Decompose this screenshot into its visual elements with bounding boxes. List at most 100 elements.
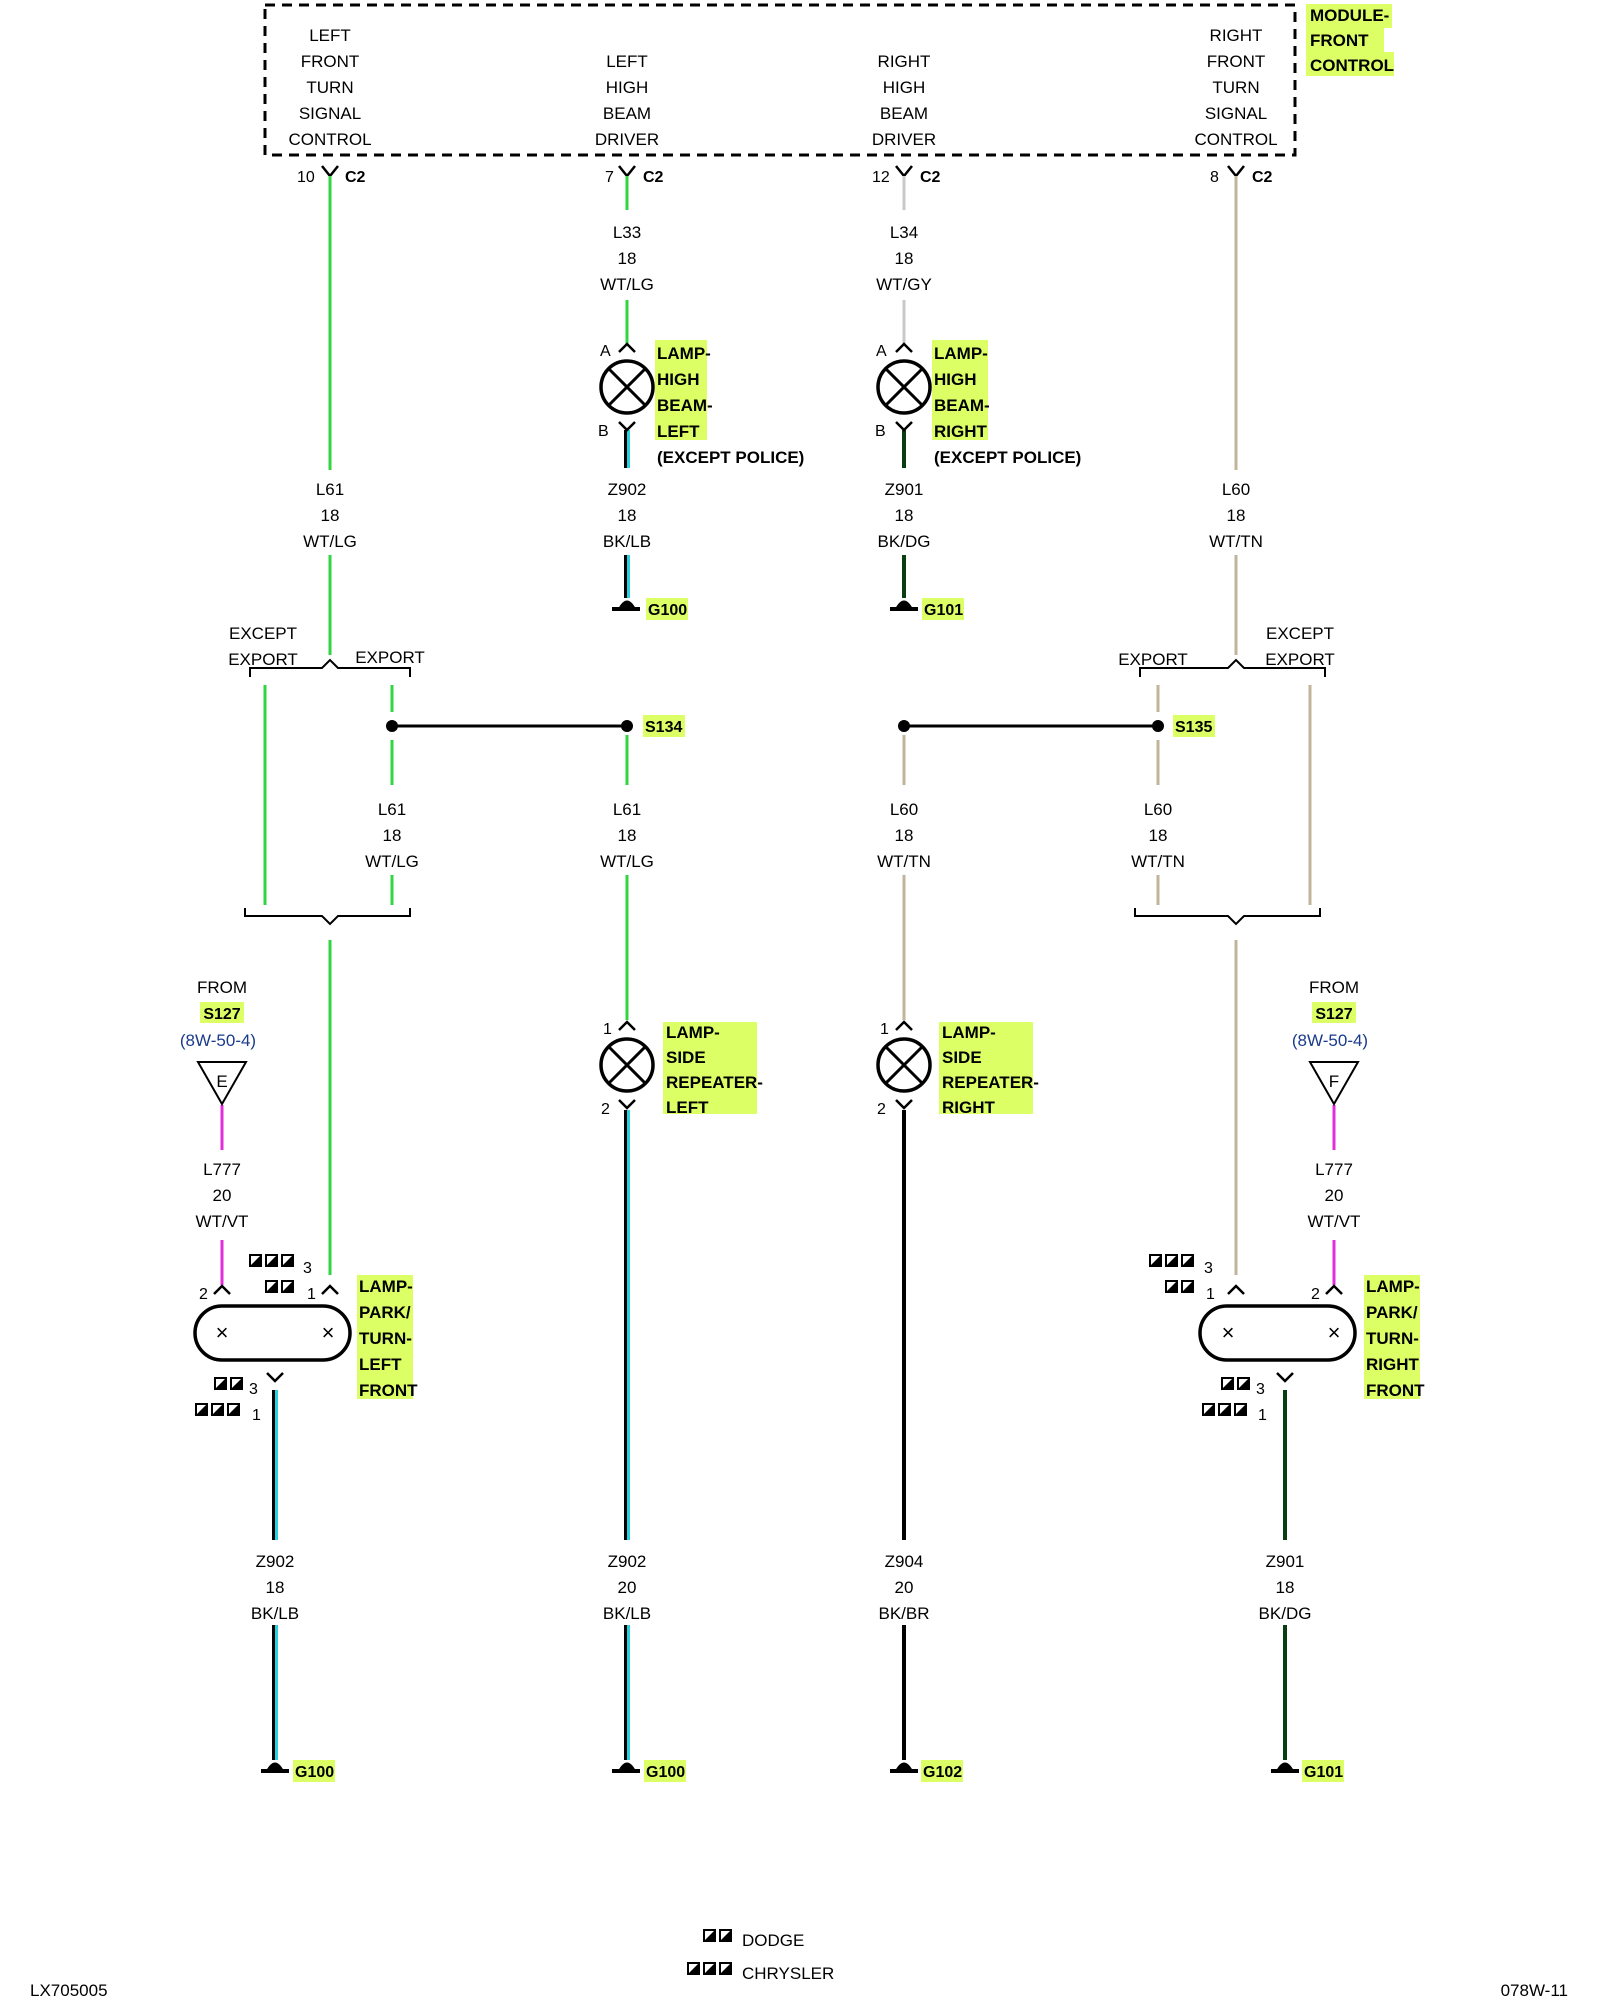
module-title-3: CONTROL	[1310, 56, 1394, 75]
svg-text:BEAM-: BEAM-	[934, 396, 990, 415]
branch-right-bottom	[1134, 908, 1321, 926]
svg-text:10: 10	[297, 169, 315, 186]
svg-text:TURN-: TURN-	[359, 1329, 412, 1348]
svg-text:LAMP-: LAMP-	[657, 344, 711, 363]
svg-text:EXCEPT: EXCEPT	[1266, 624, 1334, 643]
svg-text:WT/VT: WT/VT	[1308, 1212, 1361, 1231]
ground-g101-top: G101	[890, 598, 964, 620]
svg-text:20: 20	[213, 1186, 232, 1205]
svg-text:RIGHT: RIGHT	[878, 52, 931, 71]
module-title-1: MODULE-	[1310, 6, 1389, 25]
svg-text:20: 20	[895, 1578, 914, 1597]
svg-text:EXPORT: EXPORT	[1265, 650, 1335, 669]
svg-text:20: 20	[618, 1578, 637, 1597]
svg-text:18: 18	[1227, 506, 1246, 525]
svg-text:BK/BR: BK/BR	[878, 1604, 929, 1623]
svg-text:G101: G101	[1304, 1764, 1343, 1781]
module-section-rf: RIGHT FRONT TURN SIGNAL CONTROL	[1194, 26, 1277, 149]
legend-dodge: DODGE	[742, 1931, 804, 1950]
svg-text:L60: L60	[1222, 480, 1250, 499]
ground-g102: G102	[890, 1760, 963, 1782]
svg-text:20: 20	[1325, 1186, 1344, 1205]
svg-text:Z901: Z901	[885, 480, 924, 499]
svg-text:Z902: Z902	[256, 1552, 295, 1571]
svg-text:L777: L777	[203, 1160, 241, 1179]
lamp-park-turn-right: 3 1 2 × × 3 1 LAMP- PARK/ TURN- RIGHT FR…	[1149, 1254, 1425, 1424]
svg-text:18: 18	[618, 826, 637, 845]
svg-text:(8W-50-4): (8W-50-4)	[1292, 1031, 1368, 1050]
svg-text:2: 2	[1311, 1286, 1320, 1303]
lamp-high-beam-left: A B LAMP- HIGH BEAM- LEFT (EXCEPT POLICE…	[598, 340, 804, 467]
svg-text:B: B	[875, 423, 886, 440]
svg-text:WT/TN: WT/TN	[877, 852, 931, 871]
svg-text:G102: G102	[923, 1764, 962, 1781]
splice-s134: S134	[386, 715, 685, 737]
svg-text:RIGHT: RIGHT	[1366, 1355, 1420, 1374]
svg-text:S134: S134	[645, 719, 682, 736]
module-section-rhb: RIGHT HIGH BEAM DRIVER	[872, 52, 936, 149]
svg-text:1: 1	[307, 1286, 316, 1303]
svg-text:EXPORT: EXPORT	[228, 650, 298, 669]
svg-text:EXPORT: EXPORT	[1118, 650, 1188, 669]
svg-text:BEAM-: BEAM-	[657, 396, 713, 415]
svg-text:×: ×	[1222, 1320, 1235, 1345]
svg-text:SIDE: SIDE	[666, 1048, 706, 1067]
svg-text:×: ×	[1328, 1320, 1341, 1345]
module-front-control-box	[263, 3, 1297, 157]
svg-text:G100: G100	[648, 602, 687, 619]
svg-text:WT/VT: WT/VT	[196, 1212, 249, 1231]
svg-text:G100: G100	[646, 1764, 685, 1781]
svg-text:BK/LB: BK/LB	[251, 1604, 299, 1623]
footer-left-code: LX705005	[30, 1981, 108, 2000]
svg-text:WT/LG: WT/LG	[600, 275, 654, 294]
branch-right-top	[1139, 658, 1326, 677]
svg-text:WT/GY: WT/GY	[876, 275, 932, 294]
svg-text:1: 1	[1206, 1286, 1215, 1303]
svg-text:HIGH: HIGH	[606, 78, 649, 97]
module-section-lf: LEFT FRONT TURN SIGNAL CONTROL	[288, 26, 371, 149]
svg-text:LEFT: LEFT	[657, 422, 700, 441]
svg-text:BK/LB: BK/LB	[603, 1604, 651, 1623]
svg-text:BK/DG: BK/DG	[1259, 1604, 1312, 1623]
from-s127-right: FROM S127 (8W-50-4) F	[1292, 978, 1368, 1107]
svg-text:18: 18	[1149, 826, 1168, 845]
svg-text:LAMP-: LAMP-	[666, 1023, 720, 1042]
svg-text:TURN-: TURN-	[1366, 1329, 1419, 1348]
svg-text:S127: S127	[1315, 1006, 1352, 1023]
svg-text:WT/TN: WT/TN	[1131, 852, 1185, 871]
ground-g100-bottom-mid: G100	[612, 1760, 686, 1782]
svg-text:C2: C2	[920, 169, 941, 186]
ground-g101-bottom: G101	[1271, 1760, 1344, 1782]
svg-text:S127: S127	[203, 1006, 240, 1023]
legend: DODGE CHRYSLER	[687, 1929, 834, 1983]
svg-text:BK/LB: BK/LB	[603, 532, 651, 551]
svg-text:WT/LG: WT/LG	[600, 852, 654, 871]
svg-text:L33: L33	[613, 223, 641, 242]
svg-text:18: 18	[895, 249, 914, 268]
svg-text:3: 3	[249, 1381, 258, 1398]
svg-text:18: 18	[1276, 1578, 1295, 1597]
svg-text:WT/TN: WT/TN	[1209, 532, 1263, 551]
svg-text:FRONT: FRONT	[359, 1381, 418, 1400]
svg-text:FROM: FROM	[1309, 978, 1359, 997]
svg-text:B: B	[598, 423, 609, 440]
branch-left-bottom	[244, 908, 411, 926]
lamp-park-turn-left: 3 2 1 × × 3 1 LAMP- PARK/ TURN- LEFT FRO…	[193, 1254, 418, 1424]
svg-text:C2: C2	[345, 169, 366, 186]
lamp-side-repeater-right: 1 2 LAMP- SIDE REPEATER- RIGHT	[876, 1020, 1039, 1118]
svg-text:18: 18	[618, 506, 637, 525]
svg-text:WT/LG: WT/LG	[365, 852, 419, 871]
module-section-lhb: LEFT HIGH BEAM DRIVER	[595, 52, 659, 149]
svg-text:3: 3	[1256, 1381, 1265, 1398]
svg-text:7: 7	[605, 169, 614, 186]
svg-text:3: 3	[1204, 1260, 1213, 1277]
svg-text:CONTROL: CONTROL	[1194, 130, 1277, 149]
svg-text:SIGNAL: SIGNAL	[1205, 104, 1267, 123]
svg-text:LEFT: LEFT	[666, 1098, 709, 1117]
svg-text:C2: C2	[643, 169, 664, 186]
svg-text:L60: L60	[890, 800, 918, 819]
except-police-left: (EXCEPT POLICE)	[657, 448, 804, 467]
wire-segments	[220, 176, 1336, 1760]
module-title-2: FRONT	[1310, 31, 1369, 50]
